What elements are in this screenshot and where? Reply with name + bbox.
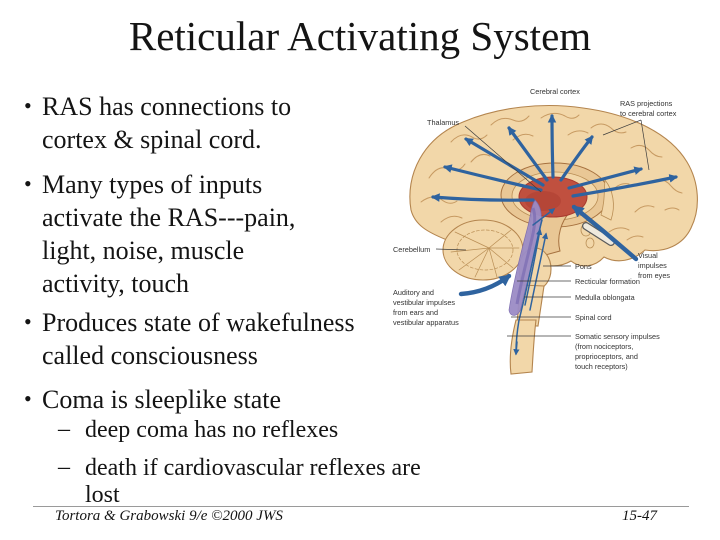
- footer-divider: [33, 506, 689, 507]
- brain-diagram: Cerebral cortex RAS projections to cereb…: [393, 87, 698, 375]
- somatic-sensory-arrow: [513, 341, 520, 356]
- sub-bullet-2-line-1: death if cardiovascular reflexes are: [85, 455, 421, 481]
- bullet-2-line-2: activate the RAS---pain,: [42, 203, 296, 232]
- label-somatic-3: proprioceptors, and: [575, 352, 638, 361]
- label-auditory-3: from ears and: [393, 308, 438, 317]
- label-pons: Pons: [575, 262, 592, 271]
- label-thalamus: Thalamus: [427, 118, 459, 127]
- bullet-marker: •: [24, 309, 32, 334]
- label-ras-projections-2: to cerebral cortex: [620, 109, 677, 118]
- bullet-3-line-2: called consciousness: [42, 341, 258, 370]
- cerebellum-shape: [442, 219, 524, 281]
- label-somatic-1: Somatic sensory impulses: [575, 332, 660, 341]
- bullet-1-line-1: RAS has connections to: [42, 92, 292, 121]
- label-ras-projections-1: RAS projections: [620, 99, 673, 108]
- footer-credit: Tortora & Grabowski 9/e ©2000 JWS: [55, 508, 283, 524]
- bullet-1-line-2: cortex & spinal cord.: [42, 125, 262, 154]
- label-auditory-2: vestibular impulses: [393, 298, 455, 307]
- label-somatic-2: (from nociceptors,: [575, 342, 633, 351]
- bullet-2-line-3: light, noise, muscle: [42, 236, 245, 265]
- sub-bullet-2-line-2: lost: [85, 482, 120, 508]
- bullet-item-3: • Produces state of wakefulness called c…: [22, 306, 355, 372]
- tectal-bump: [585, 237, 595, 249]
- sub-bullet-2: – death if cardiovascular reflexes are l…: [58, 454, 421, 509]
- sub-bullet-1-line-1: deep coma has no reflexes: [85, 417, 339, 443]
- label-somatic-4: touch receptors): [575, 362, 628, 371]
- bullet-4-line-1: Coma is sleeplike state: [42, 385, 282, 414]
- dash-marker: –: [58, 454, 70, 480]
- leader-lines: [435, 119, 650, 337]
- label-medulla-oblongata: Medulla oblongata: [575, 293, 636, 302]
- somatic-sensory-line: [515, 219, 543, 353]
- bullet-2-line-4: activity, touch: [42, 269, 190, 298]
- ras-projection-arrows: [430, 113, 678, 202]
- label-cerebellum: Cerebellum: [393, 245, 430, 254]
- bullet-2-line-1: Many types of inputs: [42, 170, 263, 199]
- label-auditory-1: Auditory and: [393, 288, 434, 297]
- sub-bullet-1: – deep coma has no reflexes: [58, 416, 339, 444]
- bullet-marker: •: [24, 386, 32, 411]
- gyri-lines: [420, 112, 683, 241]
- spinal-cord-shape: [509, 319, 537, 375]
- label-spinal-cord: Spinal cord: [575, 313, 612, 322]
- label-auditory-4: vestibular apparatus: [393, 318, 459, 327]
- optic-nerve-shape: [583, 223, 614, 245]
- bullet-item-1: • RAS has connections to cortex & spinal…: [22, 90, 291, 156]
- label-visual-1: Visual: [638, 251, 658, 260]
- bullet-marker: •: [24, 171, 32, 196]
- page-title: Reticular Activating System: [128, 13, 592, 59]
- label-visual-2: impulses: [638, 261, 667, 270]
- bullet-marker: •: [24, 93, 32, 118]
- auditory-input-arrow: [458, 273, 512, 297]
- bullet-item-2: • Many types of inputs activate the RAS-…: [22, 168, 295, 300]
- reticular-formation-stripe: [515, 207, 537, 305]
- ascending-fibers: [524, 208, 556, 311]
- label-cerebral-cortex: Cerebral cortex: [530, 87, 580, 96]
- bullet-item-4: • Coma is sleeplike state: [22, 383, 281, 416]
- label-reticular-formation: Recticular formation: [575, 277, 640, 286]
- bullet-3-line-1: Produces state of wakefulness: [42, 308, 355, 337]
- dash-marker: –: [58, 416, 70, 442]
- visual-input-arrow: [571, 204, 639, 262]
- footer-page-number: 15-47: [622, 508, 657, 524]
- label-visual-3: from eyes: [638, 271, 670, 280]
